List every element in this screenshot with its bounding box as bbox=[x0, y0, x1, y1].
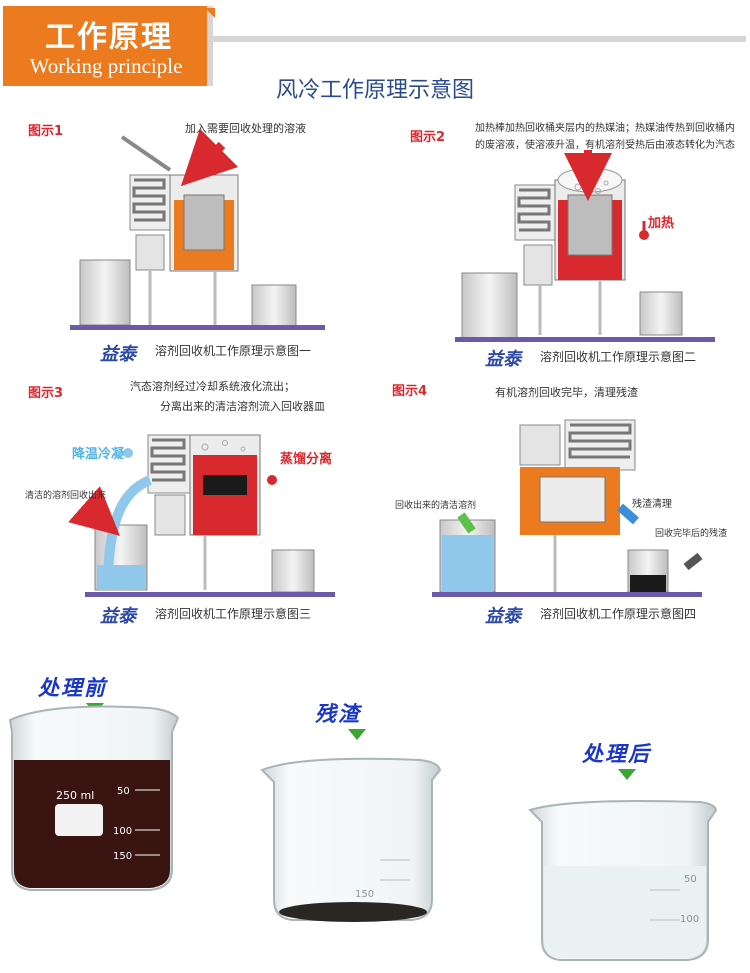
panel-2-heat-label: 加热 bbox=[648, 216, 675, 231]
panel-1-caption: 溶剂回收机工作原理示意图一 bbox=[155, 344, 312, 358]
panel-3-floor bbox=[85, 592, 335, 597]
after-mark-100: 100 bbox=[680, 914, 699, 925]
panel-2-brand: 益泰 bbox=[485, 349, 521, 370]
header-subtitle: Working principle bbox=[29, 54, 183, 78]
panel-3-brand: 益泰 bbox=[100, 606, 136, 627]
principle-diagram bbox=[68, 128, 703, 593]
residue-mark-150: 150 bbox=[355, 889, 374, 900]
panel-4-caption: 溶剂回收机工作原理示意图四 bbox=[540, 607, 697, 621]
panel-3-note-line1: 汽态溶剂经过冷却系统液化流出； bbox=[130, 380, 295, 393]
panel-4-note: 有机溶剂回收完毕，清理残渣 bbox=[495, 386, 638, 399]
before-mark-150: 150 bbox=[113, 851, 132, 862]
panel-4-label: 图示4 bbox=[392, 384, 428, 399]
after-mark-50: 50 bbox=[684, 874, 697, 885]
after-beaker: 50 100 bbox=[528, 800, 718, 961]
before-mark-50: 50 bbox=[117, 786, 130, 797]
panel-3-label: 图示3 bbox=[28, 386, 64, 401]
panel-3-note-line2: 分离出来的清洁溶剂流入回收器皿 bbox=[160, 400, 325, 413]
panel-3-heat-label: 蒸馏分离 bbox=[280, 452, 333, 467]
panel-1-note: 加入需要回收处理的溶液 bbox=[185, 122, 306, 135]
header-banner bbox=[3, 6, 213, 86]
before-label: 处理前 bbox=[38, 675, 107, 700]
residue-label: 残渣 bbox=[315, 701, 361, 726]
after-arrow-icon bbox=[618, 769, 636, 780]
panel-1-brand: 益泰 bbox=[100, 344, 136, 365]
before-mark-100: 100 bbox=[113, 826, 132, 837]
panel-3-cool-label: 降温冷凝 bbox=[72, 447, 125, 462]
panel-1-floor bbox=[70, 325, 325, 330]
panel-1-machine bbox=[79, 128, 297, 328]
header-title: 工作原理 bbox=[45, 20, 173, 55]
before-volume: 250 ml bbox=[56, 789, 94, 802]
panel-1-label: 图示1 bbox=[28, 124, 64, 139]
panel-3-machine bbox=[68, 434, 315, 593]
panel-2-note-line2: 的废溶液，使溶液升温，有机溶剂受热后由液态转化为汽态 bbox=[475, 140, 735, 151]
header-rule bbox=[200, 36, 746, 42]
beaker-photos: 250 ml 50 100 150 150 50 100 bbox=[8, 705, 718, 961]
header-banner-notch bbox=[205, 8, 215, 18]
panel-4-side-note: 回收出来的清洁溶剂 bbox=[395, 501, 477, 511]
panel-4-residue-done-note: 回收完毕后的残渣 bbox=[655, 529, 728, 539]
diagram-title: 风冷工作原理示意图 bbox=[275, 78, 474, 103]
residue-beaker: 150 bbox=[260, 757, 442, 922]
before-beaker: 250 ml 50 100 150 bbox=[8, 705, 180, 891]
panel-2-floor bbox=[455, 337, 715, 342]
panel-4-floor bbox=[432, 592, 702, 597]
panel-3-caption: 溶剂回收机工作原理示意图三 bbox=[155, 607, 312, 621]
panel-4-brand: 益泰 bbox=[485, 606, 521, 627]
panel-4-residue-note: 残渣清理 bbox=[632, 499, 672, 510]
panel-4-machine bbox=[439, 419, 703, 593]
residue-arrow-icon bbox=[348, 729, 366, 740]
panel-3-side-note: 清洁的溶剂回收出来 bbox=[25, 491, 107, 501]
panel-2-note-line1: 加热棒加热回收桶夹层内的热媒油；热媒油传热到回收桶内 bbox=[475, 123, 735, 134]
panel-2-machine bbox=[461, 150, 683, 339]
panel-2-caption: 溶剂回收机工作原理示意图二 bbox=[540, 350, 697, 364]
panel-2-label: 图示2 bbox=[410, 130, 446, 145]
after-label: 处理后 bbox=[582, 741, 651, 766]
